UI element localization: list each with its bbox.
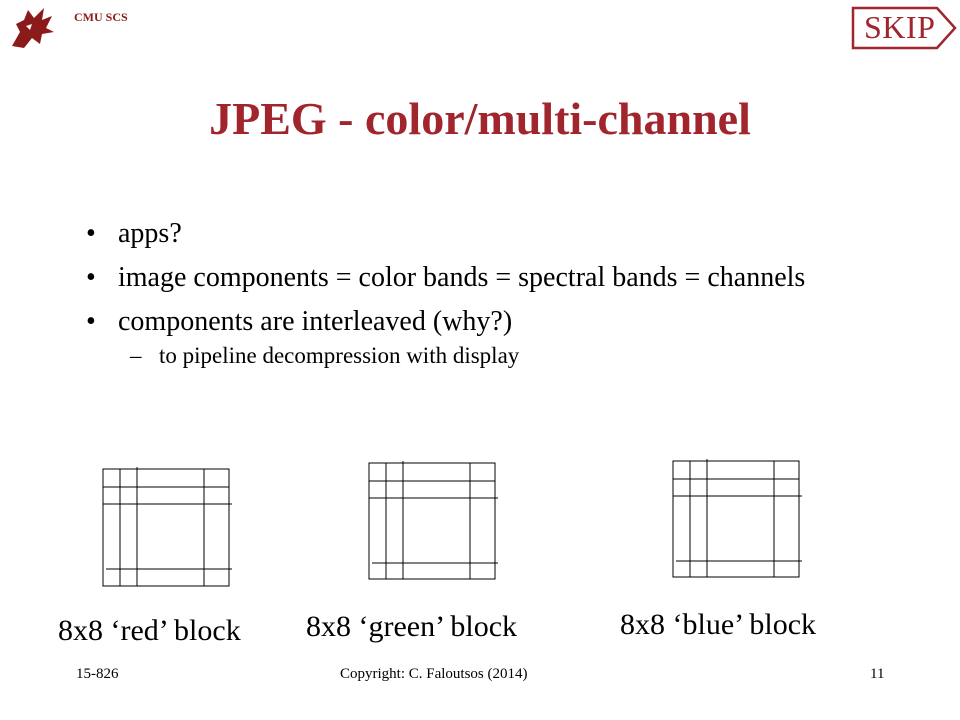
bullet-text: apps? <box>118 218 182 249</box>
skip-label: SKIP <box>864 9 936 45</box>
bullet-item: • components are interleaved (why?) <box>86 306 513 337</box>
sub-bullet-item: – to pipeline decompression with display <box>130 343 520 368</box>
bullet-item: • image components = color bands = spect… <box>86 262 806 293</box>
griffin-logo-icon <box>6 2 58 54</box>
bullet-item: • apps? <box>86 218 182 249</box>
red-block-diagram <box>100 466 236 590</box>
blue-block-diagram <box>670 458 806 582</box>
sub-bullet-text: to pipeline decompression with display <box>159 343 520 368</box>
bullet-list: • apps? • image components = color bands… <box>86 218 886 370</box>
page-number: 11 <box>870 666 885 682</box>
skip-button[interactable]: SKIP <box>851 6 959 50</box>
red-block-caption: 8x8 ‘red’ block <box>58 614 241 647</box>
green-block-caption: 8x8 ‘green’ block <box>306 610 518 643</box>
skip-arrow-icon <box>851 6 957 50</box>
bullet-text: components are interleaved (why?) <box>118 306 513 337</box>
blue-block-caption: 8x8 ‘blue’ block <box>620 608 817 641</box>
footer-copyright: Copyright: C. Faloutsos (2014) <box>340 666 528 682</box>
slide-title: JPEG - color/multi-channel <box>209 93 751 144</box>
bullet-text: image components = color bands = spectra… <box>118 262 806 293</box>
footer-course: 15-826 <box>76 666 119 682</box>
org-label: CMU SCS <box>74 10 128 24</box>
green-block-diagram <box>366 460 502 584</box>
